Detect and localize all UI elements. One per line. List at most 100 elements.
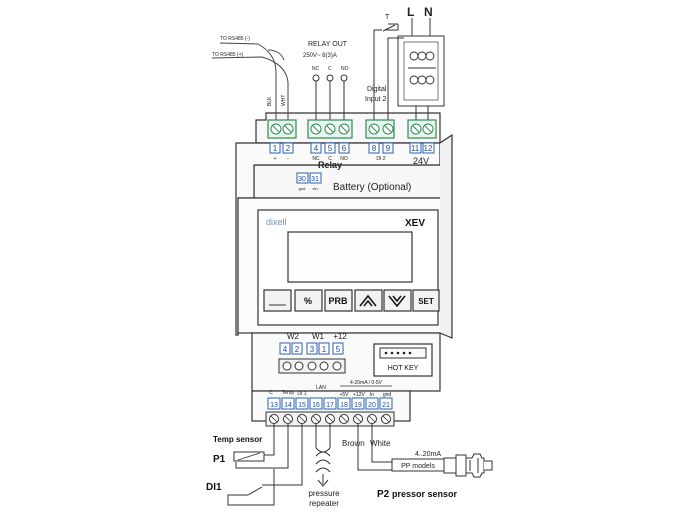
battery-section: 30 31 gnd vin Battery (Optional) [296,172,411,193]
key-prb-label: PRB [328,296,348,306]
bottom-terminal-19: 19 [354,402,362,409]
label-plus12v: +12V [353,392,365,398]
hot-key-label: HOT KEY [388,365,419,372]
lcd-screen [287,231,413,283]
pressure-repeater-wiring: pressure repeater [308,424,340,508]
battery-terminal-31: 31 [311,176,319,183]
supply-24v-label: 24V [413,156,429,166]
relay-no-terminal [340,74,348,82]
di1-switch-icon [227,424,303,499]
twisted-pair-icon [315,447,331,473]
relay-nc-terminal [312,74,320,82]
brand-logo: dixell [266,217,287,227]
terminal-di2-mark: DI 2 [376,156,385,162]
relay-out-rating: 250V~ 8(3)A [303,53,337,59]
w1-label: W1 [312,332,325,341]
transformer-box [397,35,445,107]
pressure-sensor-p2: Brown White 4..20mA PP models P2 pressor… [342,424,493,500]
p1-label: P1 [213,454,226,465]
bottom-terminal-15: 15 [298,402,306,409]
mid-terminal-3: 3 [310,345,315,354]
arrow-down-icon [388,295,406,308]
model-label: XEV [405,218,425,229]
key-prb[interactable]: PRB [324,289,353,312]
terminal-plus-mark: + [274,156,277,162]
relay-c-terminal [326,74,334,82]
bottom-terminal-17: 17 [326,402,334,409]
label-gnd: gnd [383,392,392,398]
mid-terminal-5: 5 [336,345,341,354]
label-in: In [370,392,374,398]
relay-label: Relay [318,160,342,170]
digital-input-2-wiring: Digital Input 2 T [365,14,404,120]
key-percent[interactable]: % [294,289,323,312]
digital-input-line1: Digital [367,86,387,93]
terminal-nc-mark: NC [312,156,320,162]
keypad: % PRB SET [263,289,440,312]
mid-terminals: W2 W1 +12 4 2 3 1 5 HOT KEY [278,332,433,377]
top-terminal-5: 5 [328,144,333,153]
key-set[interactable]: SET [412,289,440,312]
top-terminal-6: 6 [342,144,347,153]
rs485-minus-label: TO RS485 (-) [220,36,250,42]
bottom-terminal-14: 14 [284,402,292,409]
arrow-up-icon [359,294,377,307]
bottom-terminal-13: 13 [270,402,278,409]
plus12-label: +12 [333,332,347,341]
mid-terminal-1: 1 [322,345,327,354]
top-terminal-2: 2 [286,144,291,153]
top-terminal-block: 1 2 4 5 6 8 9 11 12 + - NC C NO DI 2 Rel… [267,119,437,170]
wire-blk-label: BLK [267,96,273,106]
relay-nc-label: NC [312,66,320,72]
ma-range-label: 4..20mA [415,451,441,458]
key-set-label: SET [418,297,434,306]
key-percent-label: % [304,296,312,306]
mid-terminal-4: 4 [283,345,288,354]
key-blank[interactable] [263,289,292,312]
top-terminal-8: 8 [372,144,377,153]
pressor-sensor-label: pressor sensor [392,489,458,499]
relay-no-label: NO [341,66,349,72]
mains-n-label: N [424,5,433,19]
relay-c-label: C [328,66,332,72]
bottom-terminal-20: 20 [368,402,376,409]
arrow-icon [317,474,329,487]
hot-key-port[interactable]: HOT KEY [373,343,433,377]
label-temp: Temp [282,390,294,396]
pressure-label: pressure [308,489,340,498]
mains-transformer: L N [397,5,445,120]
top-terminal-4: 4 [314,144,319,153]
battery-terminal-30: 30 [298,176,306,183]
brown-wire-label: Brown [342,439,365,448]
relay-out-wiring: RELAY OUT 250V~ 8(3)A NC C NO [303,41,349,120]
top-terminal-9: 9 [386,144,391,153]
p2-label: P2 [377,489,390,500]
label-c: C [269,390,273,396]
top-terminal-12: 12 [424,144,433,153]
bottom-terminal-18: 18 [340,402,348,409]
di1-label: DI1 [206,482,222,493]
top-terminal-1: 1 [273,144,278,153]
w2-label: W2 [287,332,300,341]
switch-t-label: T [385,14,390,21]
mid-terminal-2: 2 [295,345,300,354]
terminal-c-mark: C [328,156,332,162]
rs485-plus-label: TO RS485 (+) [212,52,244,58]
key-down[interactable] [383,289,412,312]
mains-l-label: L [407,5,414,19]
terminal-minus-mark: - [287,156,289,162]
battery-vin-label: vin [312,186,317,191]
bottom-terminal-21: 21 [382,402,390,409]
white-wire-label: White [370,439,391,448]
key-up[interactable] [354,289,383,312]
temp-sensor-label: Temp sensor [213,435,262,444]
digital-input-line2: Input 2 [365,96,387,103]
terminal-no-mark: NO [340,156,348,162]
pressure-transducer-icon [443,453,493,478]
label-plus5v: +5V [339,392,349,398]
transformer-coils [408,51,436,85]
repeater-label: repeater [309,499,339,508]
bottom-terminal-16: 16 [312,402,320,409]
